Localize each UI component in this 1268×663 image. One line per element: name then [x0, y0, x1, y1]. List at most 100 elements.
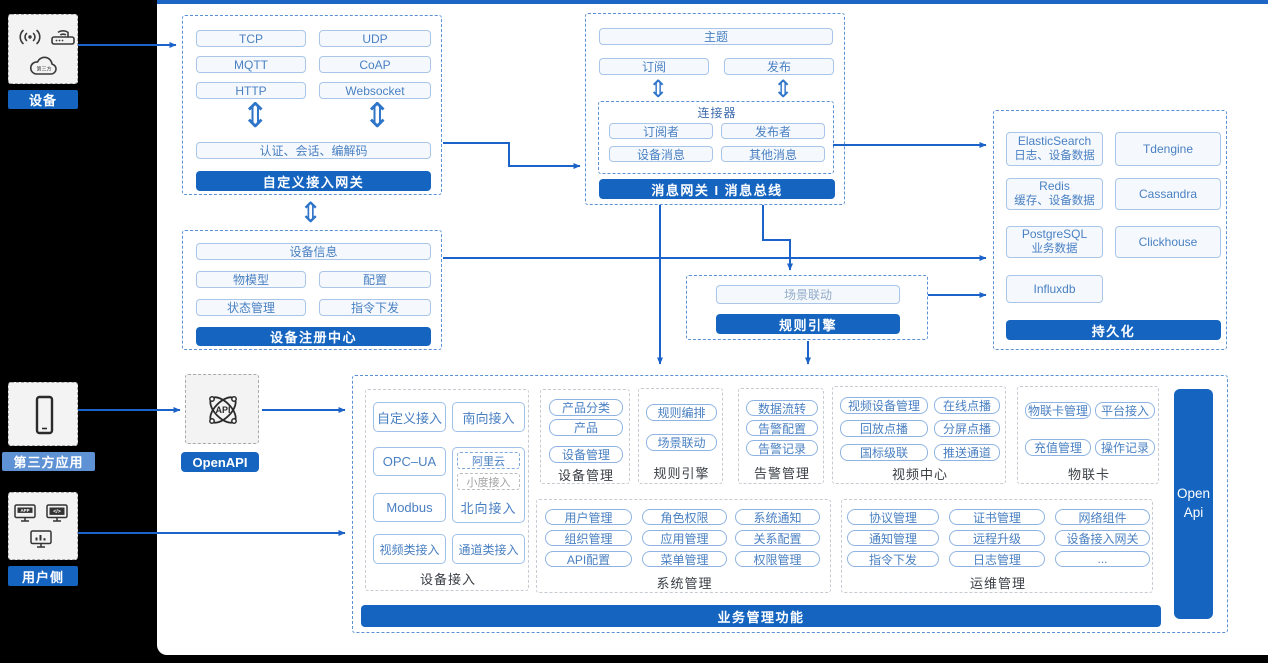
- cloud-icon: 第三方: [27, 55, 61, 84]
- custom-access-pill: 自定义接入: [373, 402, 446, 432]
- section-alarm: 数据流转 告警配置 告警记录 告警管理: [738, 388, 824, 484]
- video-access-pill: 视频类接入: [373, 534, 446, 564]
- command-dispatch-pill: 指令下发: [319, 299, 431, 316]
- iot-card-label: 物联卡: [1067, 466, 1110, 482]
- south-access-pill: 南向接入: [452, 402, 525, 432]
- state-mgmt-pill: 状态管理: [196, 299, 306, 316]
- alarm-record-pill: 告警记录: [746, 440, 818, 456]
- recharge-mgmt-pill: 充值管理: [1025, 439, 1091, 456]
- updown-double-arrow-icon: ⇕: [773, 75, 794, 103]
- store-desc: 缓存、设备数据: [1014, 195, 1095, 208]
- openapi-box: API: [185, 374, 259, 444]
- tdengine-pill: Tdengine: [1115, 132, 1221, 166]
- api-config-pill: API配置: [545, 551, 632, 567]
- product-pill: 产品: [549, 419, 623, 436]
- chart-monitor-icon: [29, 529, 53, 554]
- device-registry-title: 设备注册中心: [196, 327, 431, 346]
- device-access-label: 设备接入: [419, 571, 476, 587]
- protocol-mqtt: MQTT: [196, 56, 306, 73]
- section-iot-card: 物联卡管理 平台接入 充值管理 操作记录 物联卡: [1017, 386, 1159, 484]
- store-name: Clickhouse: [1138, 234, 1198, 249]
- notice-mgmt-pill: 通知管理: [847, 530, 939, 546]
- updown-double-arrow-icon: ⇕: [648, 75, 669, 103]
- section-device-access: 自定义接入 南向接入 OPC–UA 阿里云 小度接入 北向接入 Modbus 视…: [365, 389, 529, 591]
- protocol-coap: CoAP: [319, 56, 431, 73]
- other-message-pill: 其他消息: [721, 146, 825, 162]
- phone-icon: [31, 395, 57, 442]
- device-info-pill: 设备信息: [196, 243, 431, 260]
- subscriber-pill: 订阅者: [609, 123, 713, 139]
- persistence-title: 持久化: [1006, 320, 1221, 340]
- device-mgmt-label: 设备管理: [557, 467, 614, 483]
- protocol-mgmt-pill: 协议管理: [847, 509, 939, 525]
- user-side-label: 用户侧: [8, 566, 78, 586]
- session-codec-pill: 认证、会话、编解码: [196, 142, 431, 159]
- store-name: ElasticSearch: [1017, 134, 1092, 149]
- gb-cascade-pill: 国标级联: [840, 444, 928, 461]
- data-flow-pill: 数据流转: [746, 400, 818, 416]
- postgresql-pill: PostgreSQL 业务数据: [1006, 226, 1103, 258]
- user-side-source-box: APP </>: [8, 492, 78, 560]
- push-channel-pill: 推送通道: [934, 444, 1000, 461]
- updown-double-arrow-icon: ⇕: [241, 96, 270, 136]
- message-gateway-box: 主题 订阅 发布 ⇕ ⇕ 连接器 订阅者 发布者 设备消息 其他消息 消息网关 …: [585, 13, 845, 205]
- svg-text:APP: APP: [20, 508, 29, 513]
- split-screen-pill: 分屏点播: [934, 420, 1000, 437]
- alarm-config-pill: 告警配置: [746, 420, 818, 436]
- scene-linkage-pill: 场景联动: [646, 434, 717, 451]
- open-api-bar: Open Api: [1174, 389, 1213, 619]
- thing-model-pill: 物模型: [196, 271, 306, 288]
- influxdb-pill: Influxdb: [1006, 275, 1103, 303]
- updown-double-arrow-icon: ⇕: [299, 196, 323, 229]
- protocol-tcp: TCP: [196, 30, 306, 47]
- broadcast-icon: [15, 27, 45, 52]
- system-label: 系统管理: [656, 575, 713, 591]
- network-component-pill: 网络组件: [1055, 509, 1150, 525]
- custom-gateway-box: TCP UDP MQTT CoAP HTTP Websocket 认证、会话、编…: [182, 15, 442, 195]
- openapi-label: OpenAPI: [181, 452, 259, 472]
- store-name: Cassandra: [1138, 186, 1198, 201]
- cert-mgmt-pill: 证书管理: [949, 509, 1045, 525]
- section-ops: 协议管理 证书管理 网络组件 通知管理 远程升级 设备接入网关 指令下发 日志管…: [841, 499, 1153, 593]
- redis-pill: Redis 缓存、设备数据: [1006, 178, 1103, 210]
- ops-label: 运维管理: [969, 575, 1026, 591]
- operation-record-pill: 操作记录: [1095, 439, 1155, 456]
- elasticsearch-pill: ElasticSearch 日志、设备数据: [1006, 132, 1103, 166]
- config-pill: 配置: [319, 271, 431, 288]
- command-dispatch-pill: 指令下发: [847, 551, 939, 567]
- iot-card-mgmt-pill: 物联卡管理: [1025, 402, 1091, 419]
- scene-linkage-pill: 场景联动: [716, 285, 900, 304]
- protocol-http: HTTP: [196, 82, 306, 99]
- connector-box: 连接器 订阅者 发布者 设备消息 其他消息: [598, 101, 834, 174]
- message-gateway-title: 消息网关 I 消息总线: [599, 179, 835, 199]
- user-mgmt-pill: 用户管理: [545, 509, 632, 525]
- custom-gateway-title: 自定义接入网关: [196, 171, 431, 191]
- org-mgmt-pill: 组织管理: [545, 530, 632, 546]
- playback-pill: 回放点播: [840, 420, 928, 437]
- system-notice-pill: 系统通知: [735, 509, 820, 525]
- subscribe-pill: 订阅: [599, 58, 709, 75]
- alarm-label: 告警管理: [753, 465, 810, 481]
- app-monitor-icon: APP: [13, 503, 37, 528]
- store-name: PostgreSQL: [1021, 227, 1088, 242]
- video-device-mgmt-pill: 视频设备管理: [840, 397, 928, 414]
- device-registry-box: 设备信息 物模型 配置 状态管理 指令下发 设备注册中心: [182, 230, 442, 350]
- section-video: 视频设备管理 在线点播 回放点播 分屏点播 国标级联 推送通道 视频中心: [832, 386, 1006, 484]
- modbus-pill: Modbus: [373, 493, 446, 522]
- aliyun-pill: 阿里云: [457, 452, 520, 469]
- svg-text:API: API: [215, 405, 230, 415]
- product-category-pill: 产品分类: [549, 399, 623, 416]
- device-message-pill: 设备消息: [609, 146, 713, 162]
- role-permission-pill: 角色权限: [642, 509, 727, 525]
- connector-title: 连接器: [697, 105, 737, 120]
- business-box: 自定义接入 南向接入 OPC–UA 阿里云 小度接入 北向接入 Modbus 视…: [352, 375, 1228, 633]
- store-name: Tdengine: [1142, 141, 1194, 156]
- section-system: 用户管理 角色权限 系统通知 组织管理 应用管理 关系配置 API配置 菜单管理…: [536, 499, 831, 593]
- section-rule-engine: 规则编排 场景联动 规则引擎: [638, 388, 723, 484]
- publisher-pill: 发布者: [721, 123, 825, 139]
- cassandra-pill: Cassandra: [1115, 178, 1221, 210]
- section-device-mgmt: 产品分类 产品 设备管理 设备管理: [540, 389, 630, 484]
- more-pill: ...: [1055, 551, 1150, 567]
- rule-engine-title: 规则引擎: [716, 314, 900, 334]
- third-party-source-box: [8, 382, 78, 446]
